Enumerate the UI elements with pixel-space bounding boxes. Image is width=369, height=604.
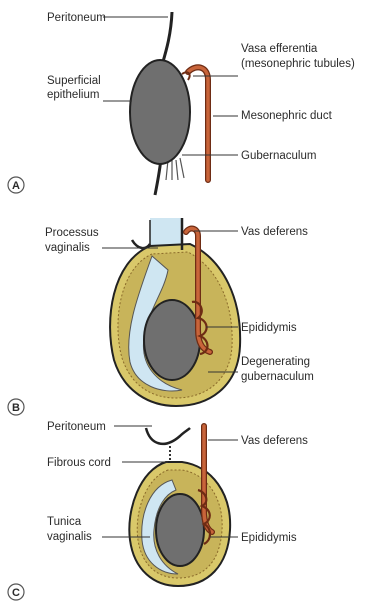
label-vas-deferens-b: Vas deferens — [241, 226, 308, 238]
label-degenerating-gubernaculum-b-line2: gubernaculum — [241, 371, 314, 383]
panel-letter-a: A — [12, 180, 20, 192]
panel-c: Peritoneum Vas deferens Fibrous cord Tun… — [8, 421, 308, 600]
peritoneum-line-b — [132, 240, 150, 248]
label-peritoneum-c: Peritoneum — [47, 421, 106, 433]
label-gubernaculum-a: Gubernaculum — [241, 150, 316, 162]
label-superficial-epithelium-a-line1: Superficial — [47, 75, 101, 87]
label-vasa-efferentia-a-line2: (mesonephric tubules) — [241, 58, 355, 70]
label-tunica-vaginalis-c-line1: Tunica — [47, 516, 82, 528]
label-processus-vaginalis-b-line1: Processus — [45, 227, 99, 239]
panel-b: Processus vaginalis Vas deferens Epididy… — [8, 218, 314, 415]
panel-letter-c: C — [12, 587, 20, 599]
label-mesonephric-duct-a: Mesonephric duct — [241, 110, 333, 122]
label-epididymis-b: Epididymis — [241, 322, 297, 334]
label-peritoneum-a: Peritoneum — [47, 12, 106, 24]
label-vas-deferens-c: Vas deferens — [241, 435, 308, 447]
testis-c — [156, 494, 204, 566]
peritoneum-line-c — [146, 428, 190, 444]
label-fibrous-cord-c: Fibrous cord — [47, 457, 111, 469]
label-epididymis-c: Epididymis — [241, 532, 297, 544]
label-processus-vaginalis-b-line2: vaginalis — [45, 242, 90, 254]
testis-b — [144, 300, 200, 380]
label-superficial-epithelium-a-line2: epithelium — [47, 89, 99, 101]
mesonephric-duct-a — [188, 67, 208, 180]
panel-letter-b: B — [12, 402, 20, 414]
panel-a: Peritoneum Superficial epithelium Vasa e… — [8, 12, 355, 195]
label-degenerating-gubernaculum-b-line1: Degenerating — [241, 356, 310, 368]
label-vasa-efferentia-a-line1: Vasa efferentia — [241, 43, 318, 55]
testis-a — [130, 60, 190, 164]
label-tunica-vaginalis-c-line2: vaginalis — [47, 531, 92, 543]
